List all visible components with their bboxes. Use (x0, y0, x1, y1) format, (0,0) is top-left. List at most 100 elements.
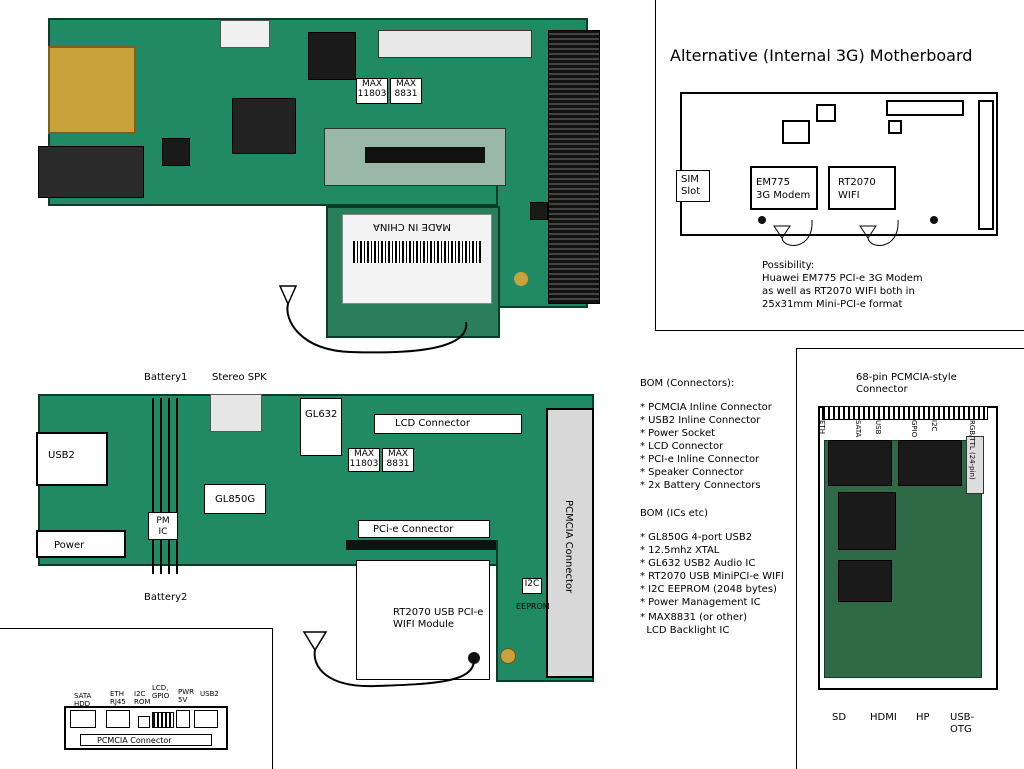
pcmcia-pin-header (822, 406, 988, 420)
alt-board-title: Alternative (Internal 3G) Motherboard (670, 46, 973, 65)
bl-label-i2c: I2C ROM (134, 690, 151, 706)
crystal-photo (162, 138, 190, 166)
port-label-hdmi: HDMI (870, 712, 897, 723)
alt-mount-hole-2 (930, 216, 938, 224)
bom-connector-item: * Power Socket (640, 428, 716, 439)
eeprom-label: EEPROM (516, 602, 550, 611)
bl-label-sata: SATA HDD (74, 692, 92, 708)
em775-modem: EM775 3G Modem (750, 166, 818, 210)
rgb-ttl-connector-photo (966, 436, 984, 494)
pin-label-sata: SATA (854, 420, 862, 438)
bom-ic-item: * 12.5mhz XTAL (640, 545, 720, 556)
lcd-connector: LCD Connector (374, 414, 522, 434)
alt-chip-2 (816, 104, 836, 122)
bl-label-eth: ETH RJ45 (110, 690, 126, 706)
bl-port-lcd (152, 712, 174, 728)
sim-slot: SIM Slot (676, 170, 710, 202)
speaker-connector (210, 394, 262, 432)
rt2070-wifi: RT2070 WIFI (828, 166, 896, 210)
port-label-sd: SD (832, 712, 847, 723)
bom-connector-item: * PCI-e Inline Connector (640, 454, 760, 465)
battery1-label: Battery1 (144, 372, 188, 383)
alt-pcmcia-connector (978, 100, 994, 230)
memory-chip-photo (838, 560, 892, 602)
pin-label-eth: ETH (818, 420, 826, 434)
gl850g-ic: GL850G (204, 484, 266, 514)
power-jack-photo (38, 146, 144, 198)
bl-label-pwr: PWR 5V (178, 688, 195, 704)
alt-antennas (773, 219, 899, 246)
bl-port-i2c (138, 716, 150, 728)
pin-label-rgb-ttl: RGB/TTL (24-pin) (968, 420, 976, 480)
possibility-line-3: 25x31mm Mini-PCI-e format (762, 299, 903, 310)
wifi-module-sticker: MADE IN CHINA (342, 214, 492, 304)
pm-ic: PM IC (148, 512, 178, 540)
bom-connector-item: * Speaker Connector (640, 467, 744, 478)
antenna-wire-schematic (302, 631, 475, 688)
bl-label-usb2: USB2 (200, 690, 219, 698)
bom-connector-item: * 2x Battery Connectors (640, 480, 761, 491)
bom-connector-item: * USB2 Inline Connector (640, 415, 761, 426)
hdmi-chip-photo (828, 440, 892, 486)
pcie-connector-photo (324, 128, 506, 186)
barcode (353, 241, 481, 263)
pin-label-i2c: I2C (930, 420, 938, 432)
bom-connectors-title: BOM (Connectors): (640, 378, 735, 389)
bl-port-eth (106, 710, 130, 728)
max8831-photo-label: MAX 8831 (390, 78, 422, 104)
bl-label-lcd: LCD, GPIO (152, 684, 170, 700)
rt2070-antenna-pad (468, 652, 480, 664)
schematic-mount-hole (500, 648, 516, 664)
bl-pcmcia-connector: PCMCIA Connector (80, 734, 212, 746)
pcmcia-connector: PCMCIA Connector (546, 408, 594, 678)
i2c-ic: I2C (522, 578, 542, 594)
alt-chip-1 (782, 120, 810, 144)
pcmcia-connector-label: PCMCIA Connector (563, 500, 574, 594)
possibility-title: Possibility: (762, 260, 815, 271)
max8831-ic: MAX 8831 (382, 448, 414, 472)
alt-chip-3 (886, 100, 964, 116)
bl-port-pwr (176, 710, 190, 728)
alt-mount-hole-1 (758, 216, 766, 224)
gl632-ic: GL632 (300, 398, 342, 456)
pin-label-gpio: GPIO (910, 420, 918, 438)
alt-chip-4 (888, 120, 902, 134)
pcie-slot-photo (365, 147, 485, 163)
eeprom-photo (530, 202, 548, 220)
bom-ic-item: * RT2070 USB MiniPCI-e WIFI (640, 571, 784, 582)
battery2-label: Battery2 (144, 592, 188, 603)
port-label-hp: HP (916, 712, 930, 723)
bom-ic-item: * GL850G 4-port USB2 (640, 532, 753, 543)
cpu-chip-photo (838, 492, 896, 550)
possibility-line-2: as well as RT2070 WIFI both in (762, 286, 915, 297)
bom-ic-item: LCD Backlight IC (640, 625, 730, 636)
wifi-module-label: MADE IN CHINA (373, 221, 452, 232)
gl632-photo (308, 32, 356, 80)
usb-jack-photo (48, 46, 136, 134)
power-socket: Power (36, 530, 126, 558)
possibility-line-1: Huawei EM775 PCI-e 3G Modem (762, 273, 923, 284)
max11803-ic: MAX 11803 (348, 448, 380, 472)
bom-connector-item: * LCD Connector (640, 441, 724, 452)
mount-hole-photo (514, 272, 528, 286)
battery-lines (152, 398, 180, 574)
gl850g-photo (232, 98, 296, 154)
port-label-usb-otg: USB- OTG (950, 712, 975, 735)
bl-port-sata (70, 710, 96, 728)
soc-chip-photo (898, 440, 962, 486)
alt-board-outline (680, 92, 998, 236)
bom-ic-item: * GL632 USB2 Audio IC (640, 558, 756, 569)
bom-ic-item: * MAX8831 (or other) (640, 612, 747, 623)
usb2-port: USB2 (36, 432, 108, 486)
antenna-wire-photo (278, 285, 468, 354)
speaker-connector-photo (220, 20, 270, 48)
lcd-connector-photo (378, 30, 532, 58)
bom-ics-title: BOM (ICs etc) (640, 508, 709, 519)
bl-port-usb2 (194, 710, 218, 728)
rt2070-module: RT2070 USB PCI-e WIFI Module (356, 560, 490, 680)
pcmcia-board-title: 68-pin PCMCIA-style Connector (856, 372, 957, 395)
bom-ic-item: * I2C EEPROM (2048 bytes) (640, 584, 777, 595)
pcmcia-connector-photo (548, 30, 600, 304)
bom-ic-item: * Power Management IC (640, 597, 761, 608)
pcie-connector: PCi-e Connector (358, 520, 490, 538)
